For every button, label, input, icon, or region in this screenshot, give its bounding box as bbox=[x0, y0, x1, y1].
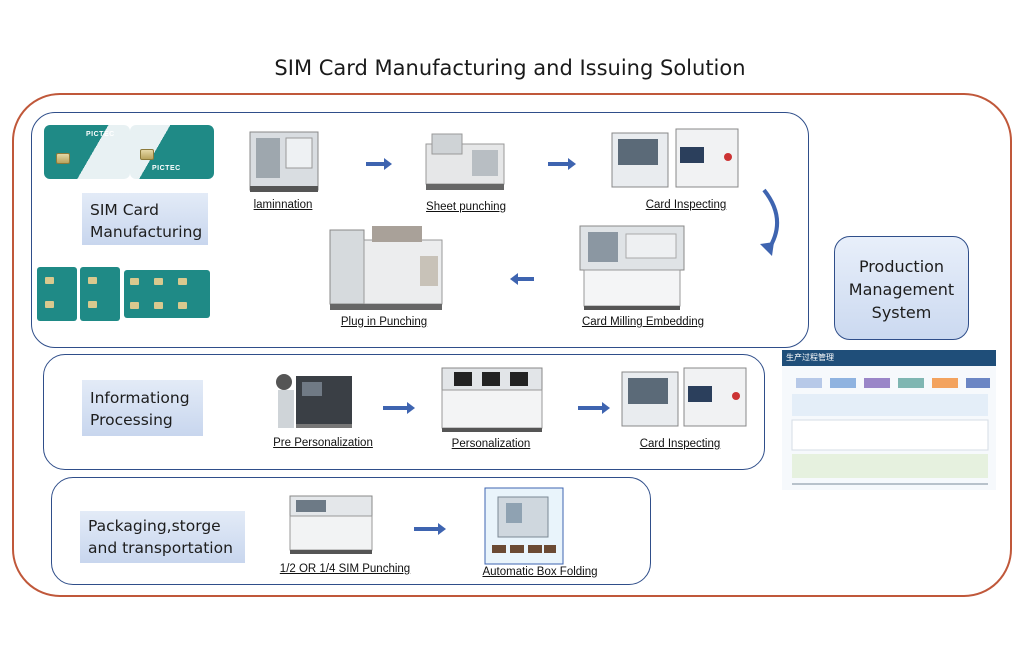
personalization-caption: Personalization bbox=[451, 438, 531, 450]
arrow-left-icon bbox=[510, 273, 534, 285]
processing-label: Informationg Processing bbox=[82, 380, 203, 436]
sheet-punching-machine-image bbox=[425, 133, 505, 190]
arrow-right-icon bbox=[414, 523, 446, 535]
brand-logo: PICTEC bbox=[86, 131, 115, 138]
card-inspecting-machine-image bbox=[611, 128, 739, 188]
card-inspecting-caption: Card Inspecting bbox=[645, 199, 727, 211]
sim-sheet-image bbox=[80, 267, 120, 321]
sim-punching-machine-image bbox=[289, 495, 373, 554]
pre-personalization-caption: Pre Personalization bbox=[273, 437, 373, 449]
sim-card-image: PICTEC bbox=[130, 125, 214, 179]
sim-card-image: PICTEC bbox=[44, 125, 130, 179]
arrow-right-icon bbox=[366, 158, 392, 170]
card-inspecting-machine-image bbox=[621, 367, 747, 427]
lamination-caption: laminnation bbox=[253, 199, 313, 211]
lamination-machine-image bbox=[249, 131, 319, 192]
card-milling-caption: Card Milling Embedding bbox=[581, 316, 705, 328]
sim-sheet-image bbox=[37, 267, 77, 321]
personalization-machine-image bbox=[441, 367, 543, 432]
packaging-label: Packaging,storge and transportation bbox=[80, 511, 245, 563]
sheet-punching-caption: Sheet punching bbox=[426, 201, 506, 213]
production-process-chart-image bbox=[782, 350, 996, 490]
sim-punching-caption: 1/2 OR 1/4 SIM Punching bbox=[279, 563, 411, 575]
card-milling-machine-image bbox=[579, 225, 685, 310]
card-inspecting-caption-2: Card Inspecting bbox=[639, 438, 721, 450]
pre-personalization-machine-image bbox=[276, 374, 352, 428]
chart-header: 生产过程管理 bbox=[786, 353, 834, 362]
curved-arrow-icon bbox=[760, 188, 780, 256]
sim-sheet-image bbox=[124, 270, 210, 318]
manufacturing-label: SIM Card Manufacturing bbox=[82, 193, 208, 245]
diagram-title: SIM Card Manufacturing and Issuing Solut… bbox=[274, 56, 746, 80]
outer-frame bbox=[12, 93, 1012, 597]
box-folding-caption: Automatic Box Folding bbox=[482, 566, 598, 578]
arrow-right-icon bbox=[578, 402, 610, 414]
production-management-box: Production Management System bbox=[834, 236, 969, 340]
box-folding-machine-image bbox=[484, 487, 564, 565]
arrow-right-icon bbox=[383, 402, 415, 414]
plug-in-punching-caption: Plug in Punching bbox=[340, 316, 428, 328]
plug-in-punching-machine-image bbox=[329, 226, 443, 310]
arrow-right-icon bbox=[548, 158, 576, 170]
brand-logo: PICTEC bbox=[152, 165, 181, 172]
